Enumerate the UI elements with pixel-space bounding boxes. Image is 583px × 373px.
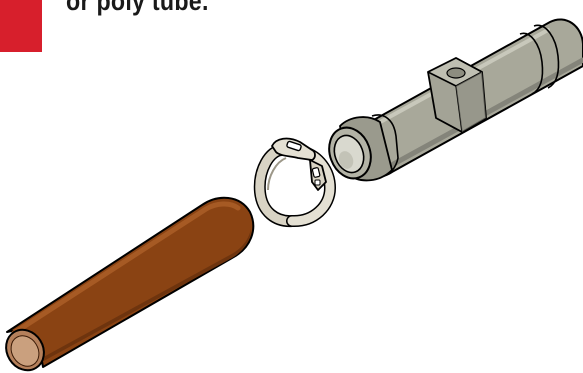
push-fit-fitting [322,19,583,184]
copper-pipe [0,198,253,373]
hose-clamp [260,139,330,222]
